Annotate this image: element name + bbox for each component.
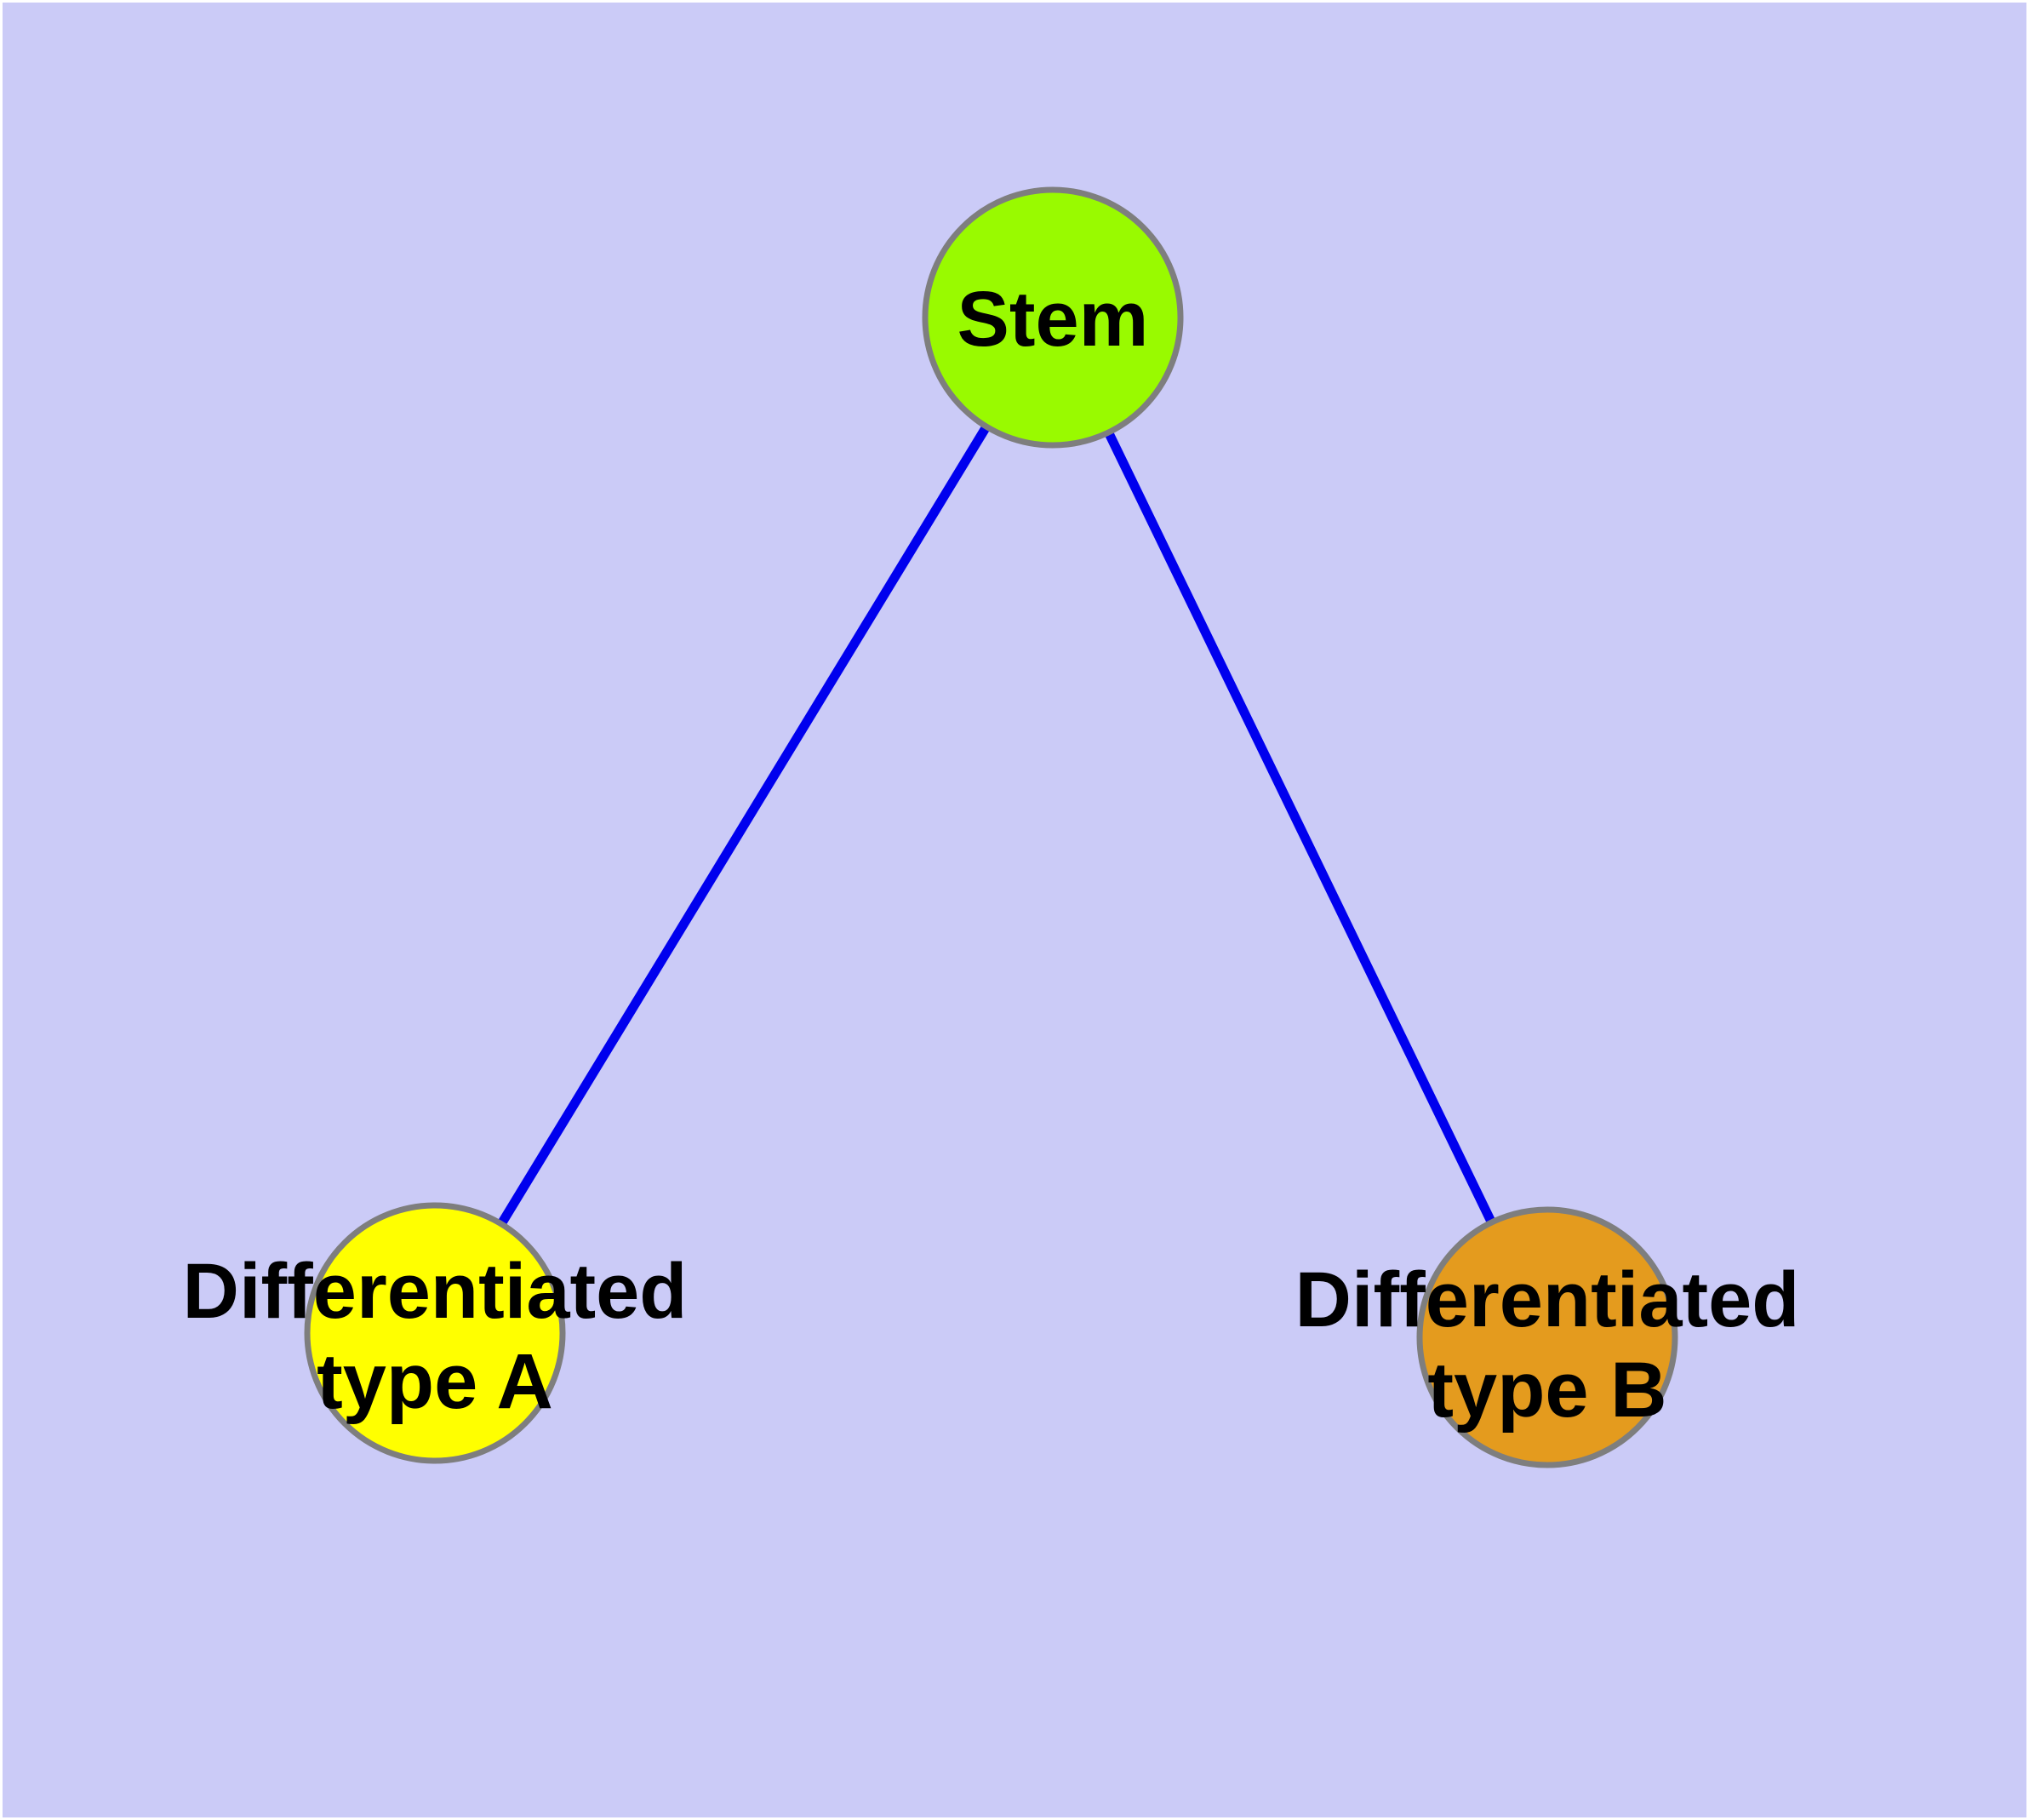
edge-stem-to-type-a (431, 315, 1057, 1336)
edge-stem-to-type-b (1049, 315, 1552, 1340)
node-differentiated-type-b-circle (1416, 1206, 1678, 1468)
node-differentiated-type-a-circle (304, 1202, 566, 1464)
node-stem-circle (922, 186, 1184, 449)
